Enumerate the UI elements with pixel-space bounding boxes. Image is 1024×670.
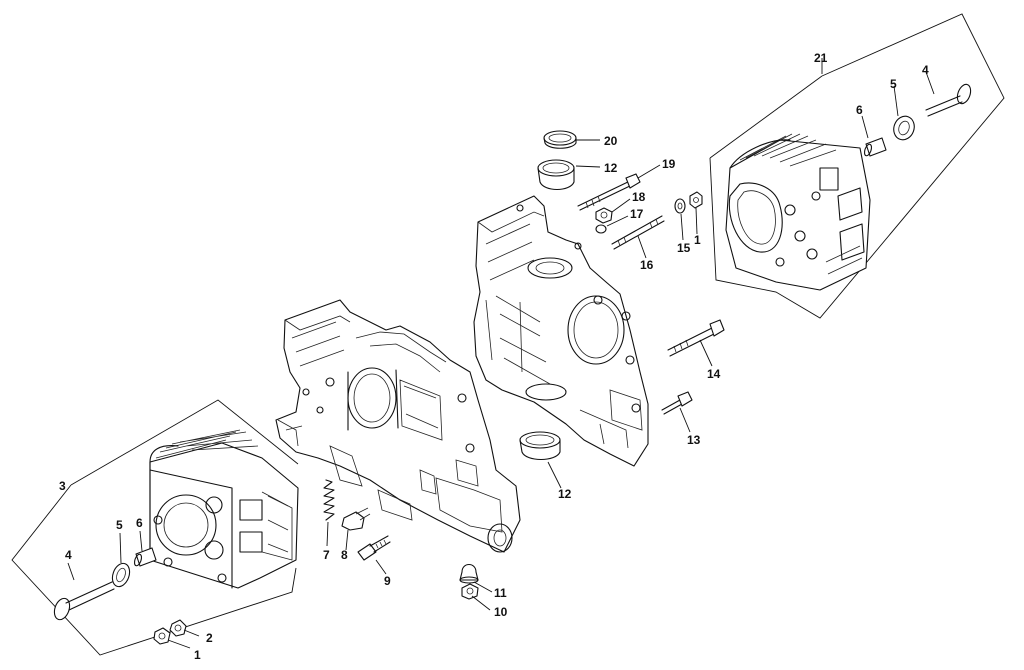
- right-valve: [925, 83, 972, 117]
- callout-4-left: 4: [65, 548, 72, 562]
- callout-17: 17: [630, 207, 644, 221]
- callout-11: 11: [494, 586, 507, 600]
- left-washer-2: [169, 619, 187, 637]
- left-cylinder-head: [149, 429, 299, 589]
- callout-6-right: 6: [856, 103, 863, 117]
- left-cylinder-group-outline: [11, 399, 299, 656]
- nut-18: [595, 207, 613, 224]
- right-cylinder-group-outline: [709, 13, 1005, 319]
- right-crankcase-half: [473, 195, 649, 467]
- cap-11: [459, 563, 479, 584]
- stud-16: [611, 215, 665, 250]
- callout-20: 20: [604, 134, 618, 148]
- callout-18: 18: [632, 190, 646, 204]
- left-valve-guide: [133, 547, 157, 567]
- callout-1-left: 1: [194, 648, 201, 662]
- washer-17: [595, 224, 607, 234]
- washer-15: [674, 198, 686, 214]
- callout-labels: 3 4 5 6 2 1 7 8 9 11 10 12 20 12 19 18 1…: [59, 51, 929, 662]
- left-crankcase-half: [275, 299, 521, 553]
- callout-8: 8: [341, 548, 348, 562]
- right-valve-guide: [863, 137, 887, 157]
- callout-9: 9: [384, 574, 391, 588]
- nut-10: [461, 583, 479, 600]
- stud-19: [577, 173, 641, 211]
- left-nut-1: [153, 627, 171, 645]
- callout-21: 21: [814, 51, 828, 65]
- callout-10: 10: [494, 605, 508, 619]
- callout-4-right: 4: [922, 63, 929, 77]
- callout-6-left: 6: [136, 516, 143, 530]
- right-valve-seat: [893, 115, 915, 141]
- callout-3-left: 3: [59, 479, 66, 493]
- callout-12-upper: 12: [604, 161, 618, 175]
- left-valve-seat: [111, 562, 131, 588]
- bolt-9: [357, 535, 391, 561]
- callout-12-lower: 12: [558, 487, 572, 501]
- callout-7: 7: [323, 548, 330, 562]
- ring-12-upper: [537, 159, 575, 191]
- callout-13: 13: [687, 433, 701, 447]
- callout-19: 19: [662, 157, 676, 171]
- bolt-14: [667, 319, 725, 357]
- bolt-13: [661, 391, 693, 415]
- nut-1-right: [689, 191, 703, 209]
- callout-5-right: 5: [890, 77, 897, 91]
- plug: [341, 507, 371, 531]
- spring: [323, 479, 335, 521]
- leader-lines: [67, 58, 935, 649]
- right-cylinder-head: [725, 133, 871, 291]
- ring-20: [543, 130, 577, 149]
- callout-5-left: 5: [116, 518, 123, 532]
- callout-14: 14: [707, 367, 721, 381]
- callout-15: 15: [677, 241, 691, 255]
- callout-1-right: 1: [694, 233, 701, 247]
- gasket-ring-lower: [519, 431, 561, 461]
- callout-16: 16: [640, 258, 654, 272]
- left-valve: [53, 581, 115, 621]
- callout-2-left: 2: [206, 631, 213, 645]
